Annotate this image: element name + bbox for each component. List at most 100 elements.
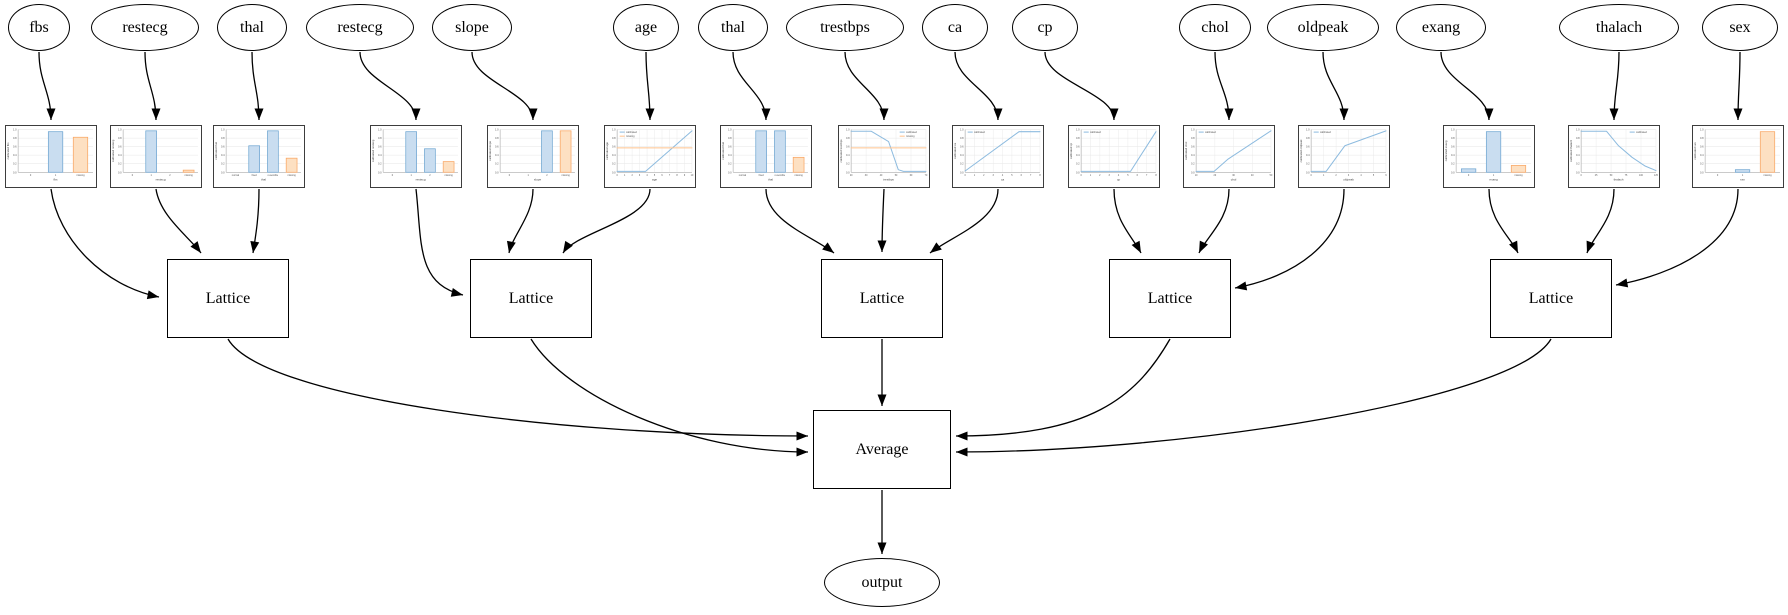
input-node-thalach: thalach	[1559, 4, 1679, 51]
svg-text:50: 50	[1270, 175, 1273, 177]
svg-text:4: 4	[646, 175, 648, 177]
edge	[1198, 188, 1230, 254]
svg-text:1: 1	[1323, 175, 1325, 177]
average-label: Average	[855, 440, 909, 458]
svg-text:1.0: 1.0	[1076, 128, 1080, 132]
svg-text:0.4: 0.4	[960, 153, 964, 157]
edge	[359, 51, 421, 121]
svg-text:normal: normal	[739, 174, 747, 177]
svg-text:2: 2	[169, 174, 171, 177]
svg-text:30: 30	[1232, 175, 1235, 177]
svg-text:0.0: 0.0	[1191, 170, 1195, 174]
edge	[1586, 188, 1615, 254]
svg-text:0.2: 0.2	[118, 162, 122, 166]
input-node-restecg: restecg	[306, 4, 414, 51]
svg-text:oldpeak: oldpeak	[1343, 178, 1354, 182]
edge	[955, 338, 1552, 457]
lattice-label: Lattice	[859, 289, 905, 307]
svg-text:50: 50	[895, 175, 898, 177]
lattice-label: Lattice	[1147, 289, 1193, 307]
svg-text:0.0: 0.0	[118, 170, 122, 174]
svg-text:1: 1	[528, 174, 530, 177]
edge	[227, 338, 809, 441]
svg-text:0.0: 0.0	[378, 170, 382, 174]
svg-text:0.4: 0.4	[1191, 153, 1195, 157]
edge	[645, 51, 655, 121]
edge	[144, 51, 161, 121]
svg-text:0.6: 0.6	[378, 145, 382, 149]
svg-text:6: 6	[1021, 175, 1023, 177]
svg-text:0.6: 0.6	[118, 145, 122, 149]
svg-text:0.2: 0.2	[1576, 162, 1580, 166]
svg-text:2: 2	[1099, 175, 1101, 177]
svg-text:0.4: 0.4	[378, 153, 382, 157]
svg-text:calibrated: calibrated	[906, 131, 917, 134]
svg-text:0: 0	[1310, 175, 1312, 177]
svg-text:0.0: 0.0	[1306, 170, 1310, 174]
edge	[1113, 188, 1142, 254]
svg-text:0.4: 0.4	[1700, 153, 1704, 157]
svg-text:50: 50	[1610, 175, 1613, 177]
edge	[506, 188, 534, 254]
svg-text:missing: missing	[76, 174, 85, 177]
edge	[50, 188, 160, 300]
svg-text:0.6: 0.6	[960, 145, 964, 149]
edge	[1615, 188, 1739, 288]
svg-text:calibrated exang: calibrated exang	[1444, 140, 1448, 161]
edge	[562, 188, 651, 254]
svg-text:0.8: 0.8	[1191, 136, 1195, 140]
svg-text:thal: thal	[261, 178, 266, 182]
input-label: thal	[240, 18, 264, 36]
svg-text:0.8: 0.8	[495, 136, 499, 140]
svg-text:thal: thal	[768, 178, 773, 182]
lattice-node-1: Lattice	[167, 259, 289, 338]
input-node-sex: sex	[1702, 4, 1778, 51]
svg-text:0.4: 0.4	[612, 153, 616, 157]
svg-text:0: 0	[964, 175, 966, 177]
svg-text:0.2: 0.2	[1306, 162, 1310, 166]
svg-text:0.0: 0.0	[960, 170, 964, 174]
svg-text:1: 1	[1742, 174, 1744, 177]
svg-text:0: 0	[1580, 175, 1582, 177]
svg-text:0.6: 0.6	[1306, 145, 1310, 149]
input-node-chol: chol	[1179, 4, 1251, 51]
svg-text:0: 0	[509, 174, 511, 177]
input-label: age	[634, 18, 658, 36]
svg-text:0.2: 0.2	[1700, 162, 1704, 166]
input-node-exang: exang	[1396, 4, 1486, 51]
edge	[1733, 51, 1743, 121]
lattice-node-2: Lattice	[470, 259, 592, 338]
input-label: oldpeak	[1297, 18, 1349, 36]
svg-text:0.2: 0.2	[495, 162, 499, 166]
svg-text:1: 1	[624, 175, 626, 177]
svg-text:1.0: 1.0	[13, 128, 17, 132]
svg-text:5: 5	[1011, 175, 1013, 177]
svg-text:5: 5	[1127, 175, 1129, 177]
svg-text:0: 0	[132, 174, 134, 177]
svg-text:calibrated fbs: calibrated fbs	[6, 142, 10, 159]
lattice-node-4: Lattice	[1109, 259, 1231, 338]
input-label: sex	[1729, 18, 1751, 36]
svg-text:0.6: 0.6	[612, 145, 616, 149]
svg-text:0.6: 0.6	[495, 145, 499, 149]
svg-text:60: 60	[910, 175, 913, 177]
edge	[955, 338, 1171, 441]
svg-text:calibrated: calibrated	[1205, 131, 1216, 134]
svg-text:1: 1	[151, 174, 153, 177]
svg-text:8: 8	[1039, 175, 1041, 177]
input-node-fbs: fbs	[8, 4, 70, 51]
average-node: Average	[813, 410, 951, 489]
edge	[1488, 188, 1519, 254]
svg-text:2: 2	[983, 175, 985, 177]
edge	[844, 51, 889, 121]
svg-text:0.0: 0.0	[221, 170, 225, 174]
